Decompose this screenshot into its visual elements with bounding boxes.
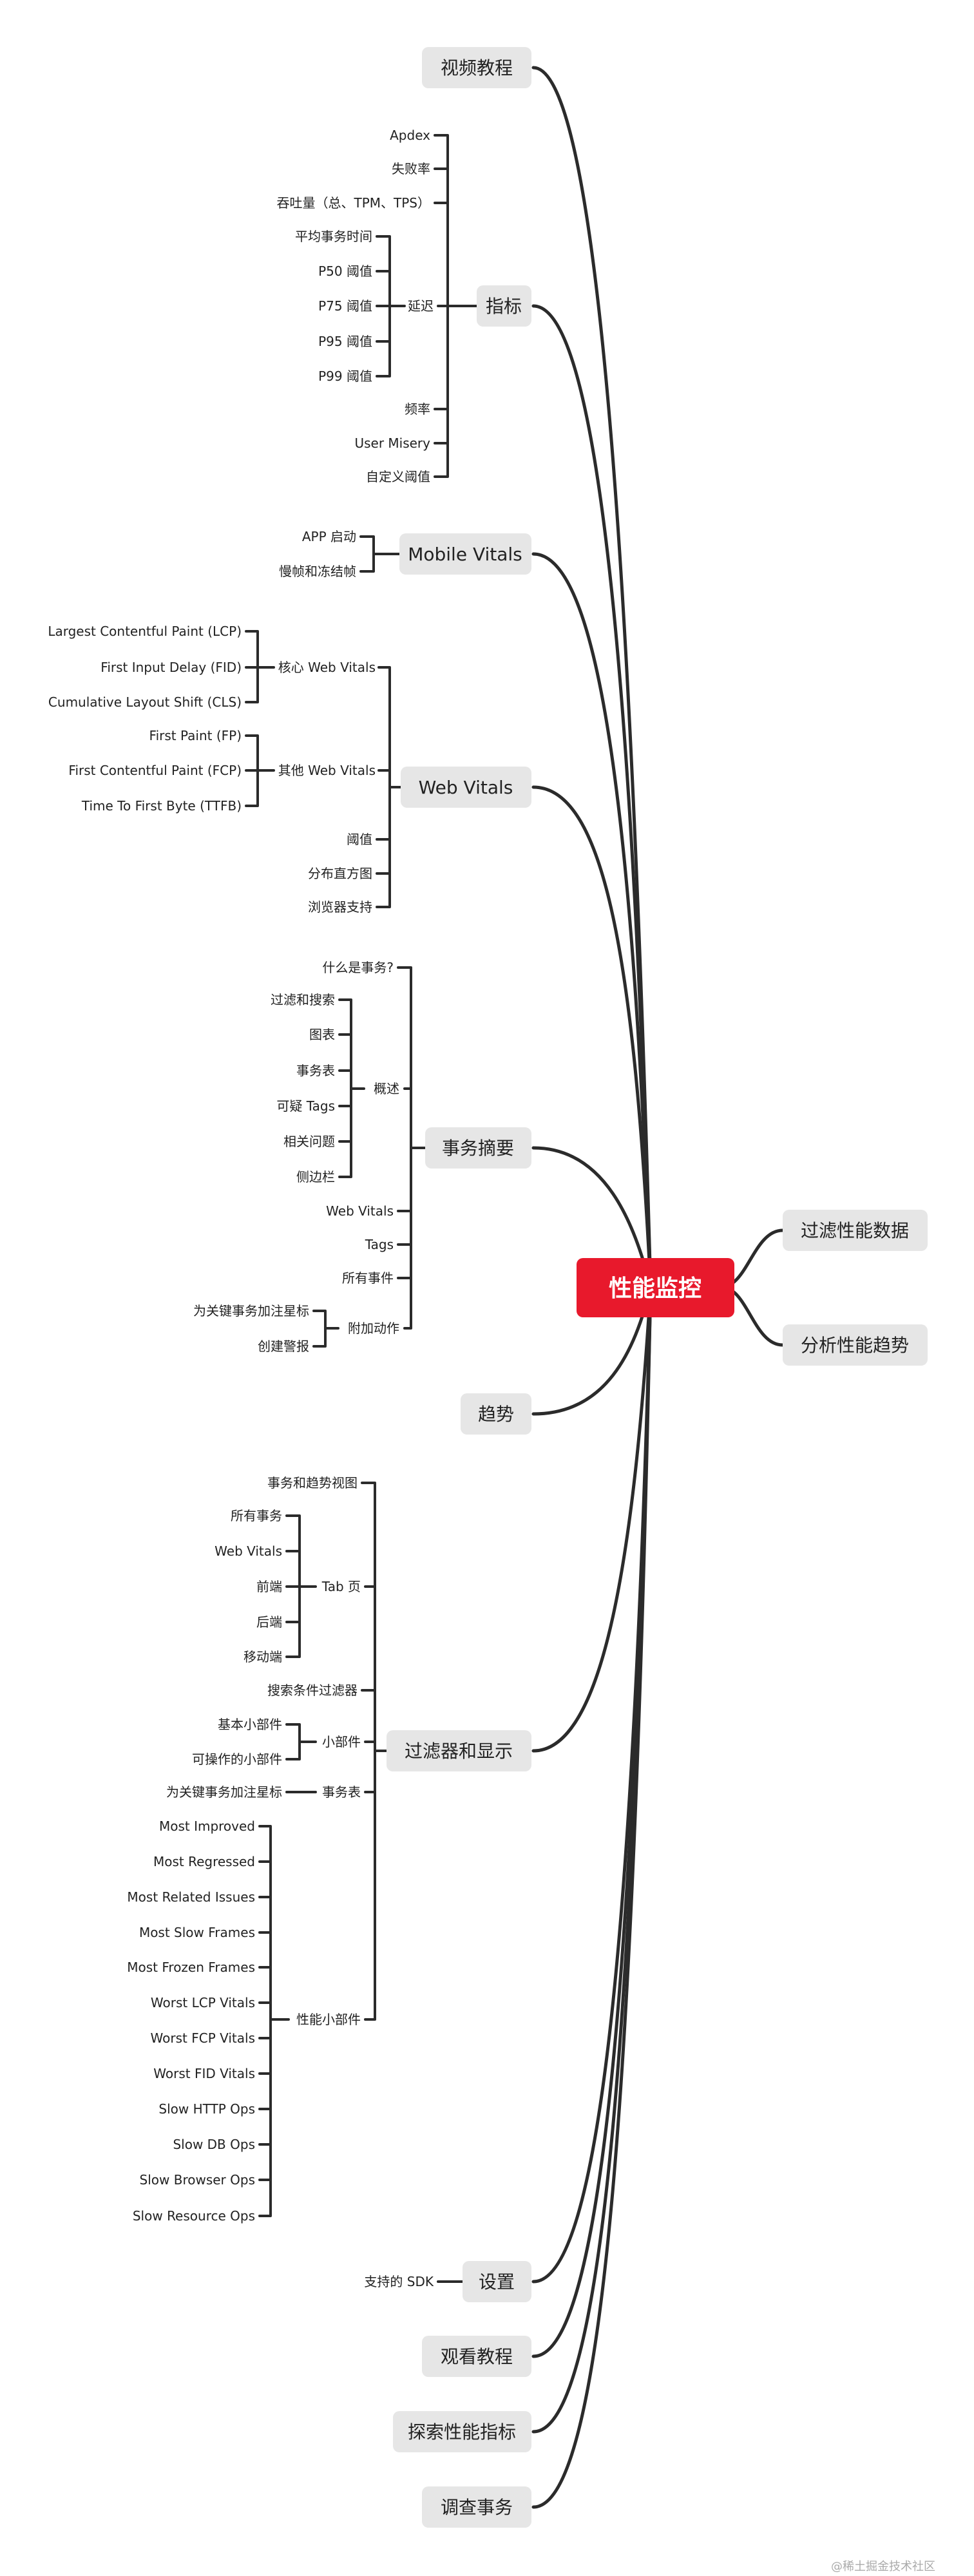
leaf-slow-resource-ops[interactable]: Slow Resource Ops: [133, 2208, 255, 2224]
node-mobile-vitals[interactable]: Mobile Vitals: [408, 544, 522, 565]
leaf-frequency[interactable]: 频率: [405, 401, 430, 417]
node-filter-performance-data[interactable]: 过滤性能数据: [801, 1220, 909, 1241]
main-nodes: 视频教程 指标 Mobile Vitals Web Vitals 事务摘要 趋势…: [387, 47, 928, 2528]
leaf-worst-fid[interactable]: Worst FID Vitals: [153, 2066, 255, 2081]
leaf-p95[interactable]: P95 阈值: [318, 334, 372, 349]
sub-latency[interactable]: 延迟: [408, 298, 434, 314]
node-metrics[interactable]: 指标: [486, 296, 522, 317]
leaf-tx-trend-view[interactable]: 事务和趋势视图: [267, 1475, 358, 1491]
sub-performance-widgets[interactable]: 性能小部件: [296, 2012, 361, 2027]
leaf-all-events[interactable]: 所有事件: [342, 1270, 394, 1286]
node-video-tutorial[interactable]: 视频教程: [441, 57, 513, 79]
leaf-ts-web-vitals[interactable]: Web Vitals: [326, 1203, 394, 1219]
leaf-slow-browser-ops[interactable]: Slow Browser Ops: [140, 2172, 255, 2188]
leaf-ttfb[interactable]: Time To First Byte (TTFB): [81, 798, 242, 814]
leaf-most-regressed[interactable]: Most Regressed: [153, 1854, 255, 1869]
leaf-histogram[interactable]: 分布直方图: [308, 866, 372, 881]
leaf-suspect-tags[interactable]: 可疑 Tags: [276, 1098, 335, 1114]
node-trends[interactable]: 趋势: [478, 1404, 514, 1425]
leaf-slow-frozen[interactable]: 慢帧和冻结帧: [279, 564, 356, 579]
leaf-tags[interactable]: Tags: [365, 1237, 394, 1252]
watermark: @稀土掘金技术社区: [831, 2560, 935, 2573]
leaf-search-filter[interactable]: 搜索条件过滤器: [267, 1683, 358, 1698]
node-analyze-performance-trends[interactable]: 分析性能趋势: [801, 1335, 909, 1356]
root-node[interactable]: 性能监控: [577, 1258, 734, 1317]
leaf-most-frozen-frames[interactable]: Most Frozen Frames: [127, 1960, 255, 1975]
node-watch-tutorial[interactable]: 观看教程: [441, 2346, 513, 2367]
leaf-threshold[interactable]: 阈值: [347, 832, 372, 847]
leaf-sidebar[interactable]: 侧边栏: [296, 1169, 335, 1185]
leaf-cls[interactable]: Cumulative Layout Shift (CLS): [48, 694, 242, 710]
node-explore-metrics[interactable]: 探索性能指标: [408, 2421, 516, 2443]
leaf-what-is-transaction[interactable]: 什么是事务?: [322, 960, 394, 975]
bracket-lines: [245, 134, 478, 2283]
leaf-chart[interactable]: 图表: [309, 1027, 335, 1042]
leaf-mobile[interactable]: 移动端: [244, 1649, 282, 1665]
leaf-filter-search[interactable]: 过滤和搜索: [271, 992, 335, 1007]
leaf-most-related-issues[interactable]: Most Related Issues: [127, 1889, 255, 1905]
leaf-failure-rate[interactable]: 失败率: [392, 161, 430, 177]
sub-other-web-vitals[interactable]: 其他 Web Vitals: [278, 763, 376, 778]
sub-overview[interactable]: 概述: [374, 1081, 399, 1096]
leaf-star-key-transaction[interactable]: 为关键事务加注星标: [193, 1303, 309, 1319]
leaf-p75[interactable]: P75 阈值: [318, 298, 372, 314]
leaf-slow-http-ops[interactable]: Slow HTTP Ops: [158, 2101, 255, 2117]
sub-extra-actions[interactable]: 附加动作: [348, 1321, 399, 1336]
leaf-app-start[interactable]: APP 启动: [302, 529, 356, 544]
leaf-custom-threshold[interactable]: 自定义阈值: [366, 469, 430, 484]
leaf-most-slow-frames[interactable]: Most Slow Frames: [139, 1925, 255, 1940]
leaf-fcp[interactable]: First Contentful Paint (FCP): [68, 763, 242, 778]
leaf-browser-support[interactable]: 浏览器支持: [308, 899, 372, 915]
sub-transaction-table[interactable]: 事务表: [322, 1784, 361, 1800]
node-settings[interactable]: 设置: [479, 2271, 515, 2293]
leaf-actionable-widget[interactable]: 可操作的小部件: [192, 1751, 282, 1767]
leaf-fp[interactable]: First Paint (FP): [149, 728, 242, 743]
leaf-backend[interactable]: 后端: [256, 1614, 282, 1630]
leaf-create-alert[interactable]: 创建警报: [258, 1339, 309, 1354]
node-filters-display[interactable]: 过滤器和显示: [405, 1741, 513, 1762]
leaf-star-key-transaction-2[interactable]: 为关键事务加注星标: [166, 1784, 282, 1800]
node-web-vitals[interactable]: Web Vitals: [419, 777, 513, 798]
leaf-supported-sdk[interactable]: 支持的 SDK: [364, 2274, 434, 2289]
sub-core-web-vitals[interactable]: 核心 Web Vitals: [278, 660, 376, 675]
leaf-most-improved[interactable]: Most Improved: [159, 1818, 255, 1834]
node-investigate-transactions[interactable]: 调查事务: [441, 2497, 513, 2518]
root-label: 性能监控: [609, 1275, 702, 1302]
leaf-slow-db-ops[interactable]: Slow DB Ops: [173, 2137, 255, 2152]
leaf-worst-fcp[interactable]: Worst FCP Vitals: [151, 2030, 255, 2046]
leaf-fid[interactable]: First Input Delay (FID): [100, 660, 242, 675]
leaf-lcp[interactable]: Largest Contentful Paint (LCP): [48, 624, 242, 639]
leaf-basic-widget[interactable]: 基本小部件: [218, 1717, 282, 1732]
leaf-p50[interactable]: P50 阈值: [318, 263, 372, 279]
node-transaction-summary[interactable]: 事务摘要: [442, 1138, 514, 1159]
leaf-tab-web-vitals[interactable]: Web Vitals: [215, 1543, 282, 1559]
leaf-frontend[interactable]: 前端: [256, 1579, 282, 1594]
leaf-all-transactions[interactable]: 所有事务: [231, 1508, 282, 1523]
leaf-related-issues[interactable]: 相关问题: [283, 1134, 335, 1149]
leaf-avg-time[interactable]: 平均事务时间: [295, 229, 372, 244]
sub-widgets[interactable]: 小部件: [322, 1734, 361, 1750]
leaf-user-misery[interactable]: User Misery: [354, 435, 430, 451]
leaf-worst-lcp[interactable]: Worst LCP Vitals: [151, 1995, 255, 2010]
leaf-event-table[interactable]: 事务表: [296, 1063, 335, 1078]
leaf-nodes: Apdex 失败率 吞吐量（总、TPM、TPS） 延迟 平均事务时间 P50 阈…: [48, 128, 434, 2289]
leaf-apdex[interactable]: Apdex: [390, 128, 430, 143]
leaf-throughput[interactable]: 吞吐量（总、TPM、TPS）: [276, 195, 430, 211]
leaf-p99[interactable]: P99 阈值: [318, 368, 372, 384]
sub-tab-page[interactable]: Tab 页: [321, 1579, 361, 1594]
